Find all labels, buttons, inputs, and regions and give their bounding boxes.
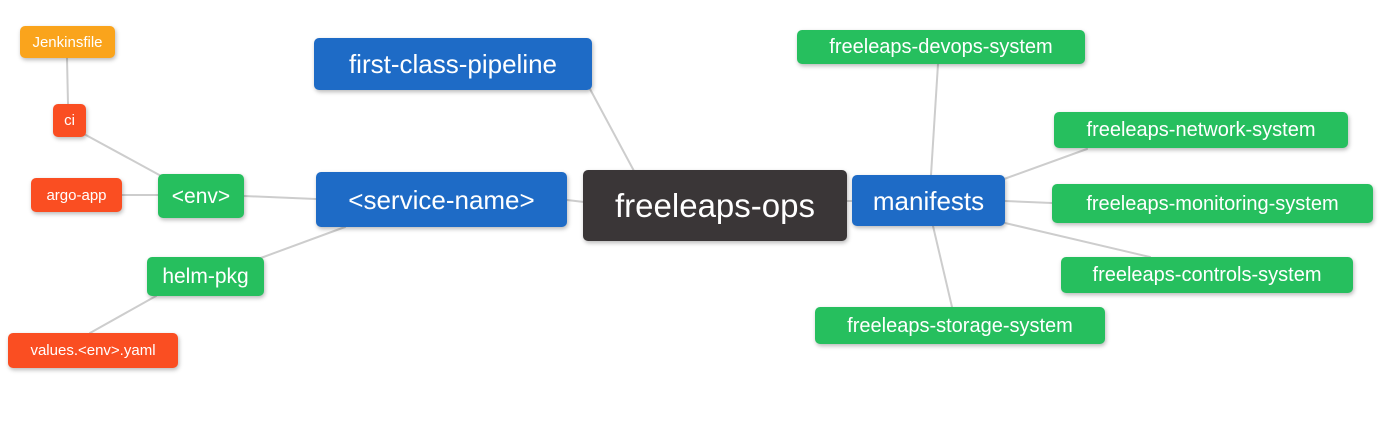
node-first-class-pipeline[interactable]: first-class-pipeline xyxy=(314,38,592,90)
edge-service-name-freeleaps-ops xyxy=(566,199,585,203)
node-argo-app[interactable]: argo-app xyxy=(31,178,122,212)
node-values-env-yaml[interactable]: values.<env>.yaml xyxy=(8,333,178,368)
node-ci[interactable]: ci xyxy=(53,104,86,137)
edge-ci-env xyxy=(83,133,164,178)
node-freeleaps-controls-system[interactable]: freeleaps-controls-system xyxy=(1061,257,1353,293)
edge-env-service-name xyxy=(243,195,317,200)
node-freeleaps-devops-system[interactable]: freeleaps-devops-system xyxy=(797,30,1085,64)
node-freeleaps-ops-root[interactable]: freeleaps-ops xyxy=(583,170,847,241)
node-freeleaps-network-system[interactable]: freeleaps-network-system xyxy=(1054,112,1348,148)
node-env[interactable]: <env> xyxy=(158,174,244,218)
node-freeleaps-monitoring-system[interactable]: freeleaps-monitoring-system xyxy=(1052,184,1373,223)
node-manifests[interactable]: manifests xyxy=(852,175,1005,226)
edge-pipeline-freeleaps-ops xyxy=(589,88,635,172)
edge-manifests-network xyxy=(1003,148,1088,180)
edge-jenkinsfile-ci xyxy=(66,57,69,105)
node-helm-pkg[interactable]: helm-pkg xyxy=(147,257,264,296)
node-freeleaps-storage-system[interactable]: freeleaps-storage-system xyxy=(815,307,1105,344)
edge-helm-pkg-values xyxy=(89,295,157,334)
edge-service-name-helm-pkg xyxy=(257,226,346,260)
edge-manifests-storage xyxy=(932,225,953,308)
edge-manifests-devops xyxy=(930,63,939,176)
node-service-name[interactable]: <service-name> xyxy=(316,172,567,227)
node-jenkinsfile[interactable]: Jenkinsfile xyxy=(20,26,115,58)
edge-manifests-controls xyxy=(1004,222,1151,258)
edge-manifests-monitoring xyxy=(1004,200,1053,204)
